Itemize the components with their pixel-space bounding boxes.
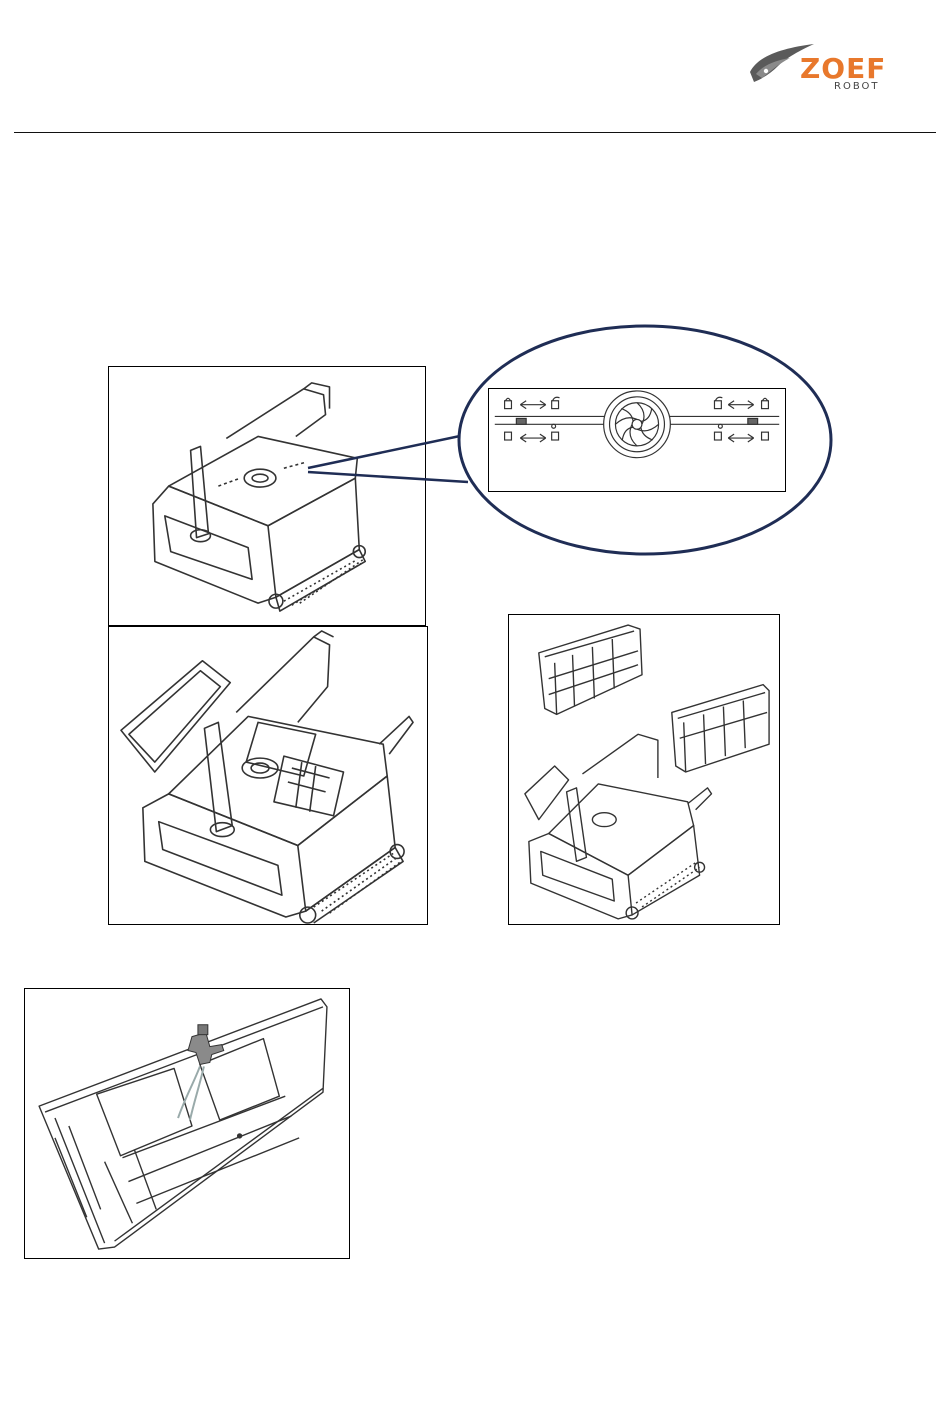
callout-leader [300, 420, 480, 500]
header-divider [14, 132, 936, 133]
figure-latch-detail [488, 388, 786, 492]
filter-basket-icon [509, 615, 779, 924]
zoef-robot-logo: ZOEF ROBOT [748, 40, 928, 96]
figure-robot-open [108, 626, 428, 925]
logo-subtitle: ROBOT [834, 81, 879, 92]
figure-filter-removed [508, 614, 780, 925]
lock-unlock-arrows-icon [489, 389, 785, 491]
figure-filter-rinse [24, 988, 350, 1259]
robot-lid-open-icon [109, 627, 427, 924]
